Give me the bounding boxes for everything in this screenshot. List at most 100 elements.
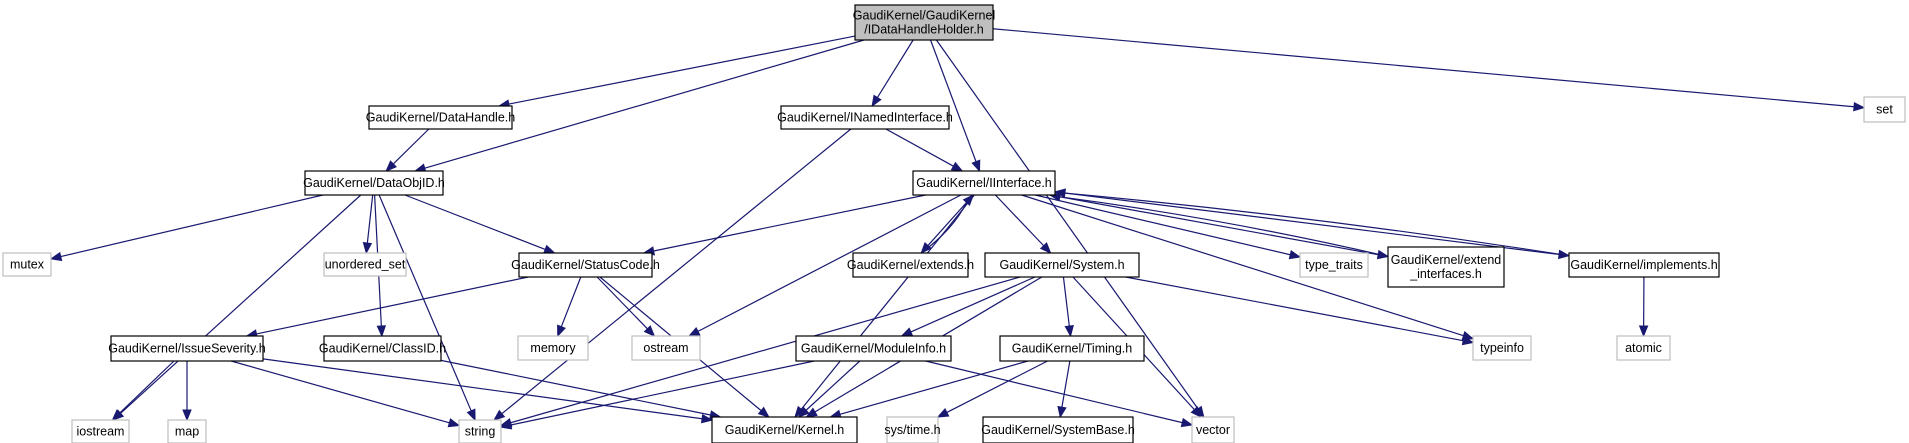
node-label-issueseverity: GaudiKernel/IssueSeverity.h [108, 342, 266, 356]
node-label-classid: GaudiKernel/ClassID.h [319, 342, 446, 356]
node-box-string [458, 419, 502, 443]
arrowhead-issueseverity-to-map [182, 409, 192, 422]
arrowhead-issueseverity-to-kernel [700, 413, 714, 424]
node-label-statuscode: GaudiKernel/StatusCode.h [511, 258, 660, 272]
node-box-set [1863, 96, 1906, 123]
node-box-extend_interfaces [1387, 246, 1505, 288]
arrowhead-statuscode-to-kernel [757, 406, 770, 418]
node-moduleinfo[interactable]: GaudiKernel/ModuleInfo.h [795, 335, 952, 362]
edge-timing-to-systembase [1061, 360, 1071, 408]
edge-extends-to-iinterface [920, 202, 968, 254]
arrowhead-dataobjid-to-unordered_set [362, 242, 373, 255]
node-classid[interactable]: GaudiKernel/ClassID.h [319, 335, 446, 362]
node-set: set [1863, 96, 1906, 123]
node-label-implements: GaudiKernel/implements.h [1570, 258, 1717, 272]
node-label-typeinfo: typeinfo [1480, 341, 1524, 355]
arrowhead-statuscode-to-ostream [643, 325, 656, 337]
node-root[interactable]: GaudiKernel/GaudiKernel/IDataHandleHolde… [853, 4, 995, 41]
edge-moduleinfo-to-vector [925, 360, 1183, 424]
node-systime: sys/time.h [884, 416, 941, 443]
arrowhead-moduleinfo-to-kernel [797, 406, 810, 418]
arrowhead-dataobjid-to-statuscode [543, 244, 556, 254]
node-box-iinterface [912, 170, 1056, 196]
edge-system-to-moduleinfo [910, 276, 1036, 333]
edge-iinterface-to-system [994, 194, 1045, 247]
node-systembase[interactable]: GaudiKernel/SystemBase.h [981, 416, 1135, 443]
node-box-type_traits [1299, 252, 1369, 278]
edge-root-to-datahandle [508, 35, 856, 105]
node-label-extends: GaudiKernel/extends.h [847, 258, 974, 272]
arrowhead-extends-to-iinterface [962, 193, 975, 206]
node-label-inamedinterface: GaudiKernel/INamedInterface.h [777, 111, 953, 125]
edge-dataobjid-to-iostream [120, 194, 362, 414]
node-box-system [984, 252, 1140, 278]
node-implements[interactable]: GaudiKernel/implements.h [1568, 252, 1720, 278]
node-atomic: atomic [1616, 335, 1671, 361]
node-mutex: mutex [2, 252, 52, 277]
edge-moduleinfo-to-string [510, 360, 815, 426]
node-datahandle[interactable]: GaudiKernel/DataHandle.h [366, 105, 515, 130]
node-label-unordered_set: unordered_set [325, 258, 406, 272]
edge-root-to-inamedinterface [876, 39, 914, 98]
node-inamedinterface[interactable]: GaudiKernel/INamedInterface.h [777, 105, 953, 130]
arrowhead-dataobjid-to-mutex [49, 251, 63, 262]
edge-root-to-iinterface [929, 39, 977, 162]
node-kernel[interactable]: GaudiKernel/Kernel.h [711, 416, 858, 443]
node-label-system: GaudiKernel/System.h [999, 258, 1124, 272]
arrowhead-issueseverity-to-string [447, 418, 461, 428]
node-iinterface[interactable]: GaudiKernel/IInterface.h [912, 170, 1056, 196]
node-typeinfo: typeinfo [1472, 335, 1532, 361]
node-label-type_traits: type_traits [1305, 258, 1363, 272]
edge-root-to-vector [935, 39, 1199, 410]
node-box-dataobjid [304, 170, 444, 196]
node-dataobjid[interactable]: GaudiKernel/DataObjID.h [303, 170, 445, 196]
node-label-string: string [465, 425, 496, 439]
node-issueseverity[interactable]: GaudiKernel/IssueSeverity.h [108, 335, 266, 362]
node-system[interactable]: GaudiKernel/System.h [984, 252, 1140, 278]
arrowhead-issueseverity-to-iostream [111, 409, 124, 421]
node-box-systime [886, 416, 939, 443]
arrowhead-inamedinterface-to-iinterface [950, 161, 964, 172]
arrowhead-root-to-inamedinterface [871, 94, 882, 108]
edge-iinterface-to-typeinfo [1021, 194, 1464, 337]
node-box-extends [852, 252, 969, 278]
arrowhead-moduleinfo-to-vector [1180, 417, 1194, 428]
node-label-root: GaudiKernel/GaudiKernel [853, 9, 995, 23]
arrowhead-system-to-moduleinfo [900, 327, 914, 337]
edge-system-to-timing [1062, 276, 1070, 327]
edge-inamedinterface-to-string [501, 128, 852, 415]
edge-moduleinfo-to-kernel [805, 360, 861, 411]
node-box-iostream [71, 419, 130, 443]
node-statuscode[interactable]: GaudiKernel/StatusCode.h [511, 252, 660, 278]
arrowhead-system-to-timing [1064, 325, 1074, 338]
node-box-timing [999, 335, 1145, 362]
node-string: string [458, 419, 502, 443]
node-box-issueseverity [110, 335, 264, 362]
node-label-mutex: mutex [10, 258, 45, 272]
edge-dataobjid-to-unordered_set [366, 194, 374, 244]
node-timing[interactable]: GaudiKernel/Timing.h [999, 335, 1145, 362]
node-label-memory: memory [530, 341, 576, 355]
arrowhead-implements-to-iinterface [1053, 188, 1067, 198]
node-box-systembase [982, 416, 1134, 443]
node-label-dataobjid: GaudiKernel/DataObjID.h [303, 176, 445, 190]
edge-inamedinterface-to-iinterface [885, 128, 954, 167]
edge-dataobjid-to-mutex [60, 194, 324, 258]
node-box-map [167, 419, 207, 443]
arrowhead-statuscode-to-memory [557, 324, 566, 338]
node-unordered_set: unordered_set [323, 252, 407, 277]
edge-iinterface-to-statuscode [653, 194, 926, 252]
edge-dataobjid-to-statuscode [404, 194, 546, 250]
node-box-vector [1191, 416, 1235, 443]
edge-implements-to-iinterface [1064, 192, 1570, 257]
node-label-datahandle: GaudiKernel/DataHandle.h [366, 111, 515, 125]
arrowhead-moduleinfo-to-string [499, 420, 513, 430]
node-extends[interactable]: GaudiKernel/extends.h [847, 252, 974, 278]
node-extend_interfaces[interactable]: GaudiKernel/extend_interfaces.h [1387, 246, 1505, 288]
arrowhead-root-to-iinterface [971, 159, 981, 173]
node-box-classid [323, 335, 442, 362]
node-label-root: /IDataHandleHolder.h [864, 23, 984, 37]
arrowhead-root-to-set [1853, 101, 1866, 112]
arrowhead-inamedinterface-to-string [493, 409, 506, 421]
arrowhead-timing-to-systembase [1057, 405, 1067, 419]
